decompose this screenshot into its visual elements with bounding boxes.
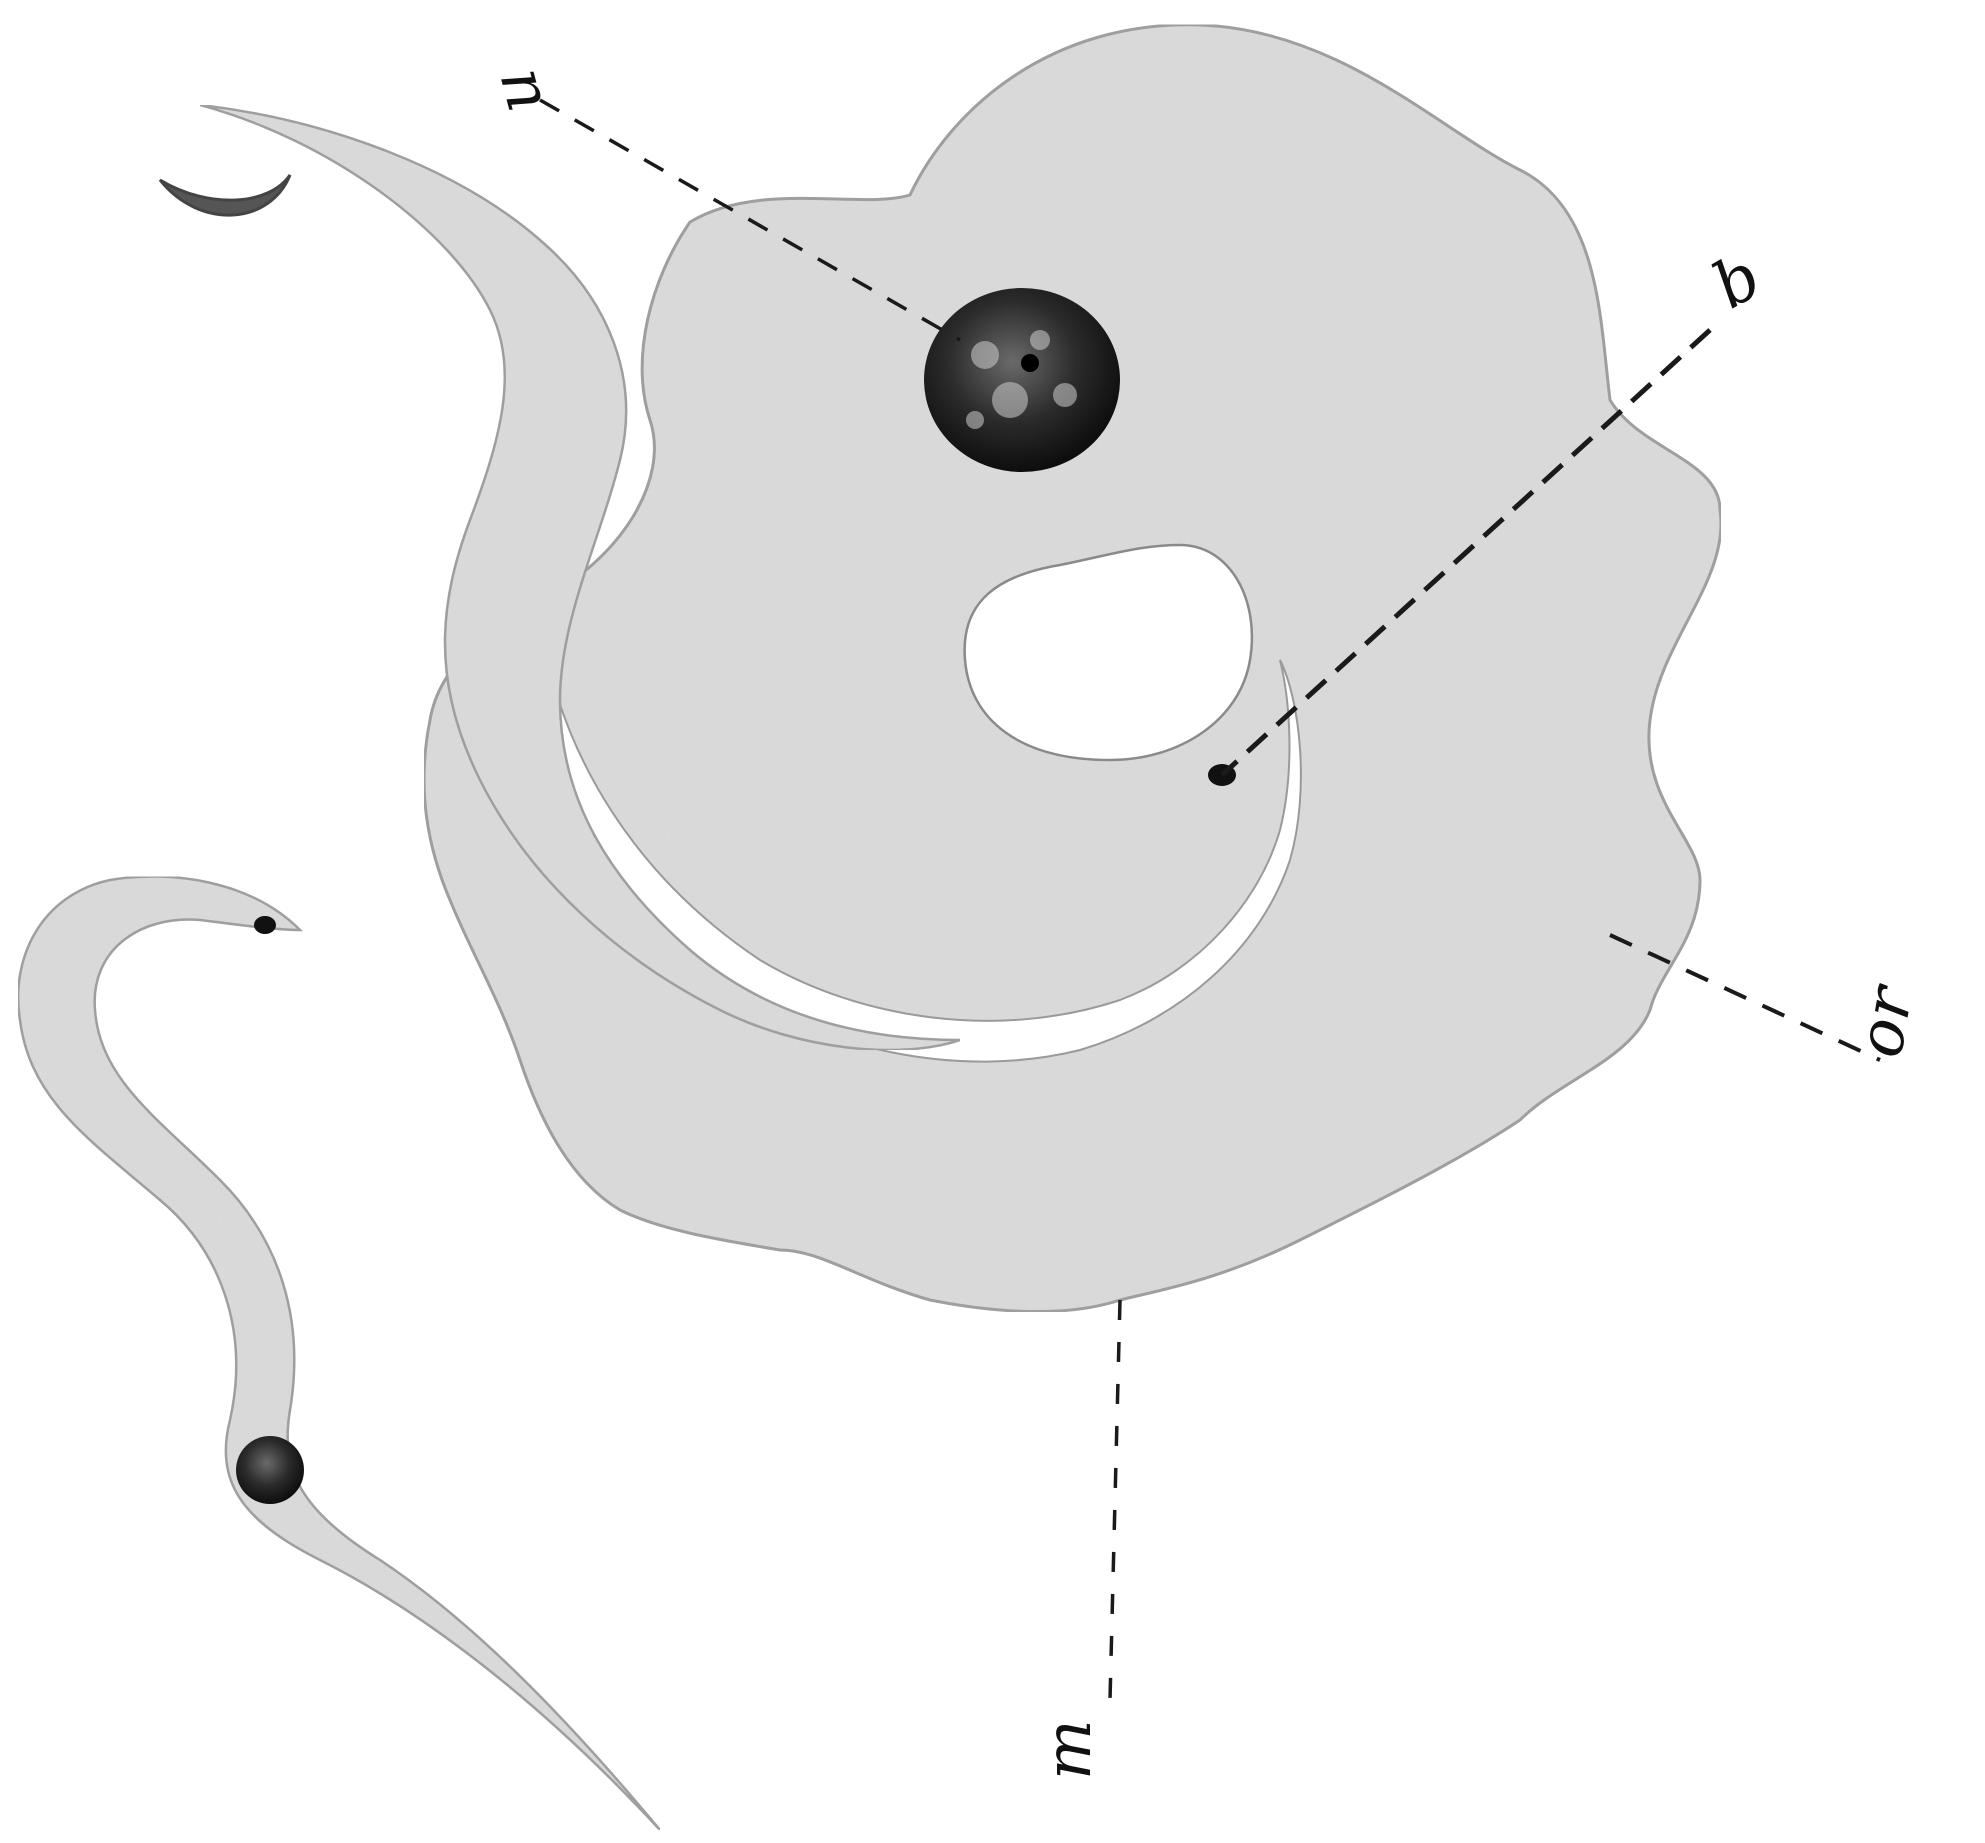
small-trypanosome-nucleus: [236, 1436, 304, 1504]
label-m: m: [1032, 1719, 1106, 1780]
karyosome: [1021, 354, 1039, 372]
label-or: or: [1843, 978, 1928, 1062]
small-trypanosome-blepharoplast: [254, 916, 276, 934]
label-b: b: [1701, 239, 1773, 324]
label-v-crescent: [160, 175, 290, 215]
nucleus: [924, 288, 1120, 472]
leader-line-m: [1110, 1300, 1120, 1700]
